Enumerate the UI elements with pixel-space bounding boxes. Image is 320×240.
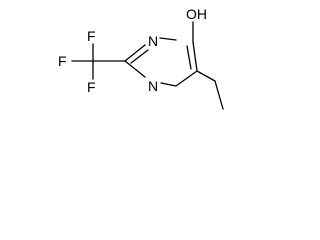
bond-c4-n3 — [159, 37, 177, 41]
bond-c5-ch2 — [196, 70, 216, 82]
bond-n3-c2 — [124, 44, 146, 62]
bond-n3-c2-inner — [130, 49, 149, 64]
atom-label-nitrogen-top: N — [148, 33, 158, 49]
atom-label-nitrogen-bottom: N — [148, 78, 158, 94]
bond-ch2-ch3 — [214, 80, 224, 110]
bond-c5-c4 — [192, 41, 198, 72]
atom-label-hydroxyl: OH — [186, 6, 207, 22]
atom-label-fluorine-bottom: F — [87, 79, 96, 95]
bond-n1-c6 — [160, 82, 177, 87]
bond-c5-c4-inner — [186, 45, 192, 70]
atom-label-fluorine-left: F — [58, 53, 67, 69]
molecule-structure: OH N N F F F — [58, 6, 224, 110]
atom-label-fluorine-top: F — [87, 28, 96, 44]
bond-c6-c5 — [175, 70, 198, 87]
bond-c2-n1 — [124, 60, 146, 78]
